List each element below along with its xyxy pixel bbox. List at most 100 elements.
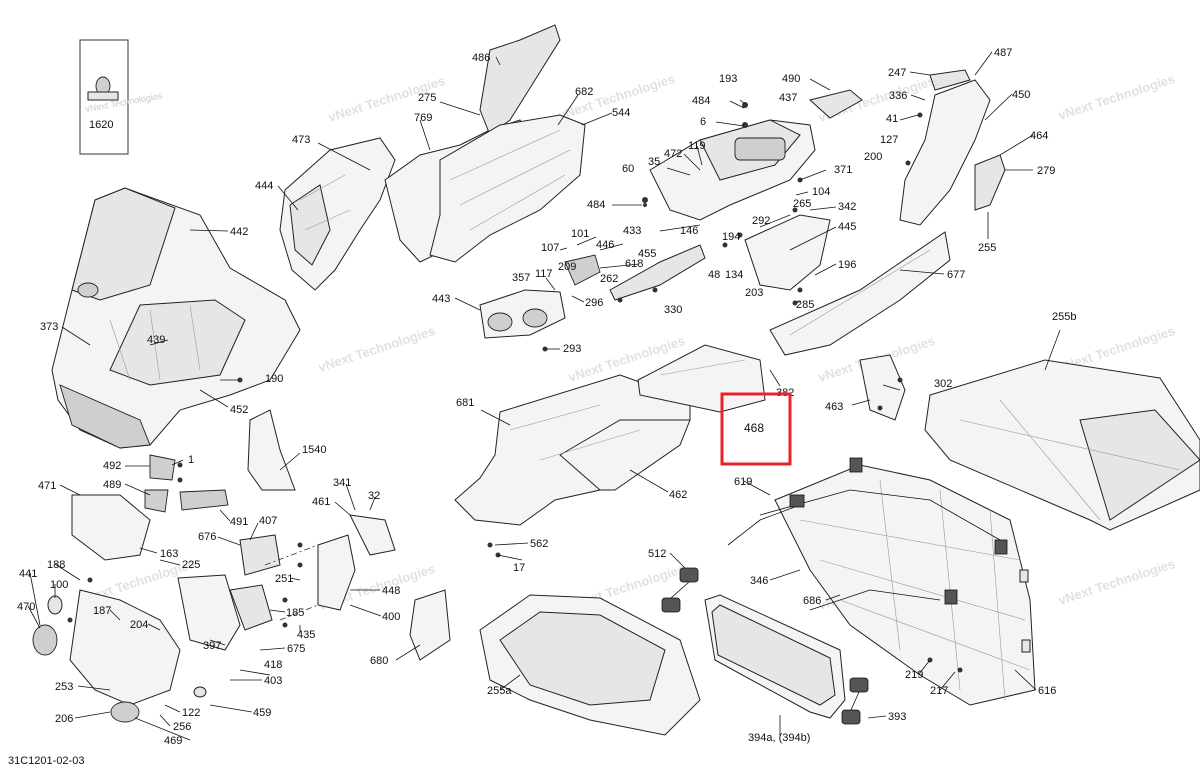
part-label-127[interactable]: 127 <box>880 134 898 146</box>
part-label-251[interactable]: 251 <box>275 573 293 585</box>
part-label-35[interactable]: 35 <box>648 156 660 168</box>
part-label-681[interactable]: 681 <box>456 397 474 409</box>
part-label-262[interactable]: 262 <box>600 273 618 285</box>
part-label-473[interactable]: 473 <box>292 134 310 146</box>
part-label-407[interactable]: 407 <box>259 515 277 527</box>
part-label-464[interactable]: 464 <box>1030 130 1048 142</box>
part-label-346[interactable]: 346 <box>750 575 768 587</box>
part-label-203[interactable]: 203 <box>745 287 763 299</box>
part-label-100[interactable]: 100 <box>50 579 68 591</box>
part-label-675[interactable]: 675 <box>287 643 305 655</box>
part-label-471[interactable]: 471 <box>38 480 56 492</box>
part-label-442[interactable]: 442 <box>230 226 248 238</box>
part-label-400[interactable]: 400 <box>382 611 400 623</box>
highlighted-part-468[interactable]: 468 <box>720 392 792 466</box>
part-label-397[interactable]: 397 <box>203 640 221 652</box>
part-label-444[interactable]: 444 <box>255 180 273 192</box>
part-label-285[interactable]: 285 <box>796 299 814 311</box>
part-label-486[interactable]: 486 <box>472 52 490 64</box>
part-label-769[interactable]: 769 <box>414 112 432 124</box>
part-label-677[interactable]: 677 <box>947 269 965 281</box>
part-label-676[interactable]: 676 <box>198 531 216 543</box>
part-label-441[interactable]: 441 <box>19 568 37 580</box>
part-label-190[interactable]: 190 <box>265 373 283 385</box>
part-label-253[interactable]: 253 <box>55 681 73 693</box>
part-label-247[interactable]: 247 <box>888 67 906 79</box>
part-label-293[interactable]: 293 <box>563 343 581 355</box>
part-label-134[interactable]: 134 <box>725 269 743 281</box>
part-label-41[interactable]: 41 <box>886 113 898 125</box>
part-label-101[interactable]: 101 <box>571 228 589 240</box>
part-label-292[interactable]: 292 <box>752 215 770 227</box>
part-label-279[interactable]: 279 <box>1037 165 1055 177</box>
part-label-484-top[interactable]: 484 <box>692 95 710 107</box>
part-label-17[interactable]: 17 <box>513 562 525 574</box>
part-label-616[interactable]: 616 <box>1038 685 1056 697</box>
part-label-371[interactable]: 371 <box>834 164 852 176</box>
part-label-209[interactable]: 209 <box>558 261 576 273</box>
part-label-256[interactable]: 256 <box>173 721 191 733</box>
part-label-450[interactable]: 450 <box>1012 89 1030 101</box>
part-label-446[interactable]: 446 <box>596 239 614 251</box>
part-label-489[interactable]: 489 <box>103 479 121 491</box>
part-label-448[interactable]: 448 <box>382 585 400 597</box>
part-label-491[interactable]: 491 <box>230 516 248 528</box>
part-label-618[interactable]: 618 <box>625 258 643 270</box>
part-label-490[interactable]: 490 <box>782 73 800 85</box>
part-label-393[interactable]: 393 <box>888 711 906 723</box>
part-label-445[interactable]: 445 <box>838 221 856 233</box>
part-label-472[interactable]: 472 <box>664 148 682 160</box>
part-label-487[interactable]: 487 <box>994 47 1012 59</box>
part-label-680[interactable]: 680 <box>370 655 388 667</box>
part-label-469[interactable]: 469 <box>164 735 182 747</box>
part-label-32[interactable]: 32 <box>368 490 380 502</box>
part-label-619[interactable]: 619 <box>734 476 752 488</box>
part-label-302[interactable]: 302 <box>934 378 952 390</box>
part-label-255a[interactable]: 255a <box>487 685 512 697</box>
part-label-459[interactable]: 459 <box>253 707 271 719</box>
part-label-562[interactable]: 562 <box>530 538 548 550</box>
part-label-122[interactable]: 122 <box>182 707 200 719</box>
part-label-104[interactable]: 104 <box>812 186 830 198</box>
part-label-265[interactable]: 265 <box>793 198 811 210</box>
part-label-255[interactable]: 255 <box>978 242 996 254</box>
part-label-544[interactable]: 544 <box>612 107 630 119</box>
part-label-437[interactable]: 437 <box>779 92 797 104</box>
part-label-403[interactable]: 403 <box>264 675 282 687</box>
part-label-194[interactable]: 194 <box>722 231 740 243</box>
part-label-117[interactable]: 117 <box>535 268 553 280</box>
part-label-119[interactable]: 119 <box>688 140 706 152</box>
part-label-187[interactable]: 187 <box>93 605 111 617</box>
part-label-225[interactable]: 225 <box>182 559 200 571</box>
part-label-512[interactable]: 512 <box>648 548 666 560</box>
part-label-468[interactable]: 468 <box>744 421 764 435</box>
part-label-1620[interactable]: 1620 <box>89 119 113 131</box>
part-label-1[interactable]: 1 <box>188 454 194 466</box>
part-label-6[interactable]: 6 <box>700 116 706 128</box>
part-label-107[interactable]: 107 <box>541 242 559 254</box>
part-label-439[interactable]: 439 <box>147 334 165 346</box>
part-label-60[interactable]: 60 <box>622 163 634 175</box>
part-label-435[interactable]: 435 <box>297 629 315 641</box>
part-label-418[interactable]: 418 <box>264 659 282 671</box>
part-label-206[interactable]: 206 <box>55 713 73 725</box>
part-label-433[interactable]: 433 <box>623 225 641 237</box>
part-label-330[interactable]: 330 <box>664 304 682 316</box>
part-label-686[interactable]: 686 <box>803 595 821 607</box>
part-label-275[interactable]: 275 <box>418 92 436 104</box>
part-label-357[interactable]: 357 <box>512 272 530 284</box>
part-label-185[interactable]: 185 <box>286 607 304 619</box>
part-label-48[interactable]: 48 <box>708 269 720 281</box>
part-label-492[interactable]: 492 <box>103 460 121 472</box>
part-label-341[interactable]: 341 <box>333 477 351 489</box>
part-label-196[interactable]: 196 <box>838 259 856 271</box>
part-label-443[interactable]: 443 <box>432 293 450 305</box>
part-label-462[interactable]: 462 <box>669 489 687 501</box>
part-label-470[interactable]: 470 <box>17 601 35 613</box>
part-label-163[interactable]: 163 <box>160 548 178 560</box>
part-label-217[interactable]: 217 <box>930 685 948 697</box>
part-label-255b[interactable]: 255b <box>1052 311 1076 323</box>
part-label-336[interactable]: 336 <box>889 90 907 102</box>
part-label-188[interactable]: 188 <box>47 559 65 571</box>
part-label-484-mid[interactable]: 484 <box>587 199 605 211</box>
